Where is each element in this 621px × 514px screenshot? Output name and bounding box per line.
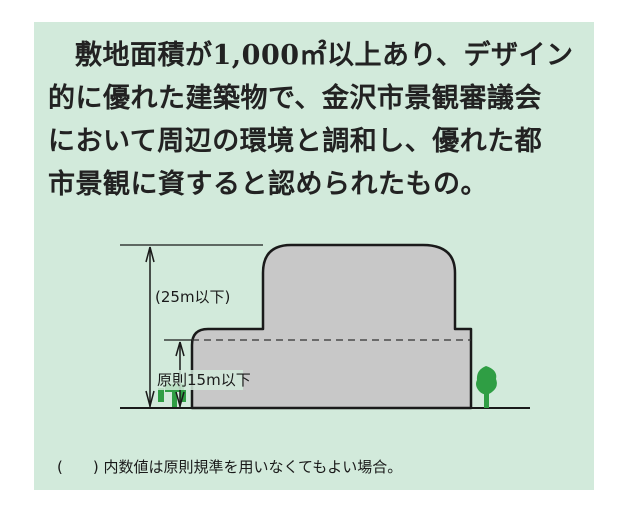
tree-icon-right [476, 366, 497, 408]
description-line-1: 敷地面積が1,000㎡以上あり、デザイン [75, 40, 574, 71]
dimension-25m [145, 246, 155, 407]
description-line-3: において周辺の環境と調和し、優れた都 [48, 126, 543, 157]
label-upper-bg [152, 286, 226, 306]
description-line-4: 市景観に資すると認められたもの。 [48, 169, 488, 200]
footnote: ( ) 内数値は原則規準を用いなくてもよい場合。 [57, 458, 403, 476]
description-line-2: 的に優れた建築物で、金沢市景観審議会 [48, 83, 542, 114]
label-lower-bg [155, 370, 243, 390]
building-shape [190, 243, 473, 410]
label-25m: (25m以下) [155, 288, 230, 306]
label-15m: 原則15m以下 [157, 371, 251, 389]
description-text: 敷地面積が1,000㎡以上あり、デザイン 的に優れた建築物で、金沢市景観審議会 … [48, 34, 588, 206]
